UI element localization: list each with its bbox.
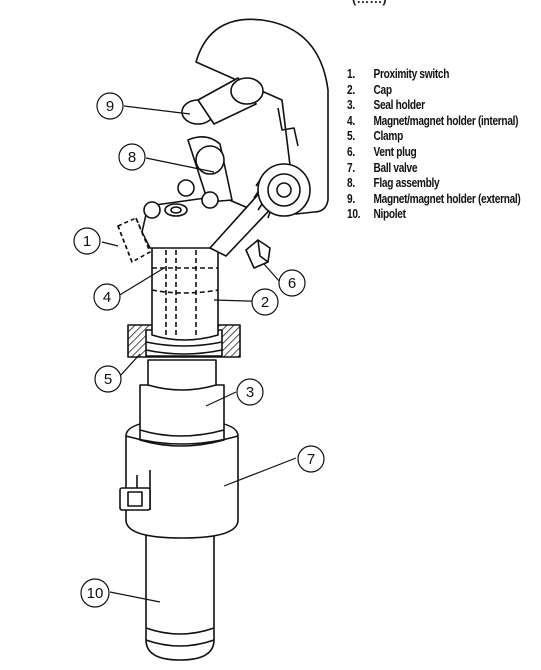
adjustment-dial [253,163,311,219]
magnet-holder-external [181,18,329,215]
callout-2-label: 2 [261,294,269,311]
legend-label: Ball valve [373,159,418,175]
legend-item: 8.Flag assembly [347,175,440,191]
callout-3: 3 [236,378,264,406]
ball-valve-body [119,419,239,539]
callout-1-label: 1 [83,233,91,250]
seal-holder-body [139,359,225,447]
legend-label: Flag assembly [373,175,440,191]
proximity-switch [117,217,151,263]
legend-item: 10.Nipolet [347,206,407,222]
callout-4-label: 4 [103,289,111,306]
vent-plug [245,239,271,269]
callout-4: 4 [93,283,121,311]
legend-label: Magnet/magnet holder (internal) [373,112,519,128]
leader-lines [101,105,297,603]
legend-item: 9.Magnet/magnet holder (external) [347,190,521,206]
legend-item: 3.Seal holder [347,97,426,113]
nipolet-body [145,534,215,661]
callout-3-label: 3 [246,384,254,401]
callout-6-label: 6 [288,275,296,292]
legend-label: Proximity switch [373,66,450,81]
legend-item: 4.Magnet/magnet holder (internal) [347,112,519,128]
legend-label: Clamp [373,128,404,144]
legend-label: Seal holder [373,97,426,113]
legend-item: 5.Clamp [347,128,404,144]
legend-label: Nipolet [373,206,407,222]
legend-item: 2.Cap [347,81,393,97]
legend-item: 6.Vent plug [347,143,417,159]
cap-body [151,239,219,341]
callout-5-label: 5 [104,371,112,388]
callout-8-label: 8 [128,149,136,166]
legend-item: 1.Proximity switch [347,66,450,81]
parts-legend: 1.Proximity switch 2.Cap 3.Seal holder 4… [347,66,521,222]
callout-9-label: 9 [106,98,114,115]
callout-1: 1 [73,227,101,255]
legend-item: 7.Ball valve [347,159,418,175]
legend-label: Cap [373,81,393,97]
callout-5: 5 [94,365,122,393]
callout-10: 10 [80,578,110,608]
top-fragment: (……) [352,0,387,6]
callout-8: 8 [118,143,146,171]
callout-7: 7 [297,445,325,473]
callout-9: 9 [96,92,124,120]
callout-10-label: 10 [87,585,104,602]
callout-6: 6 [278,269,306,297]
callout-7-label: 7 [307,451,315,468]
legend-label: Magnet/magnet holder (external) [373,190,521,206]
callout-2: 2 [251,288,279,316]
legend-label: Vent plug [373,143,417,159]
